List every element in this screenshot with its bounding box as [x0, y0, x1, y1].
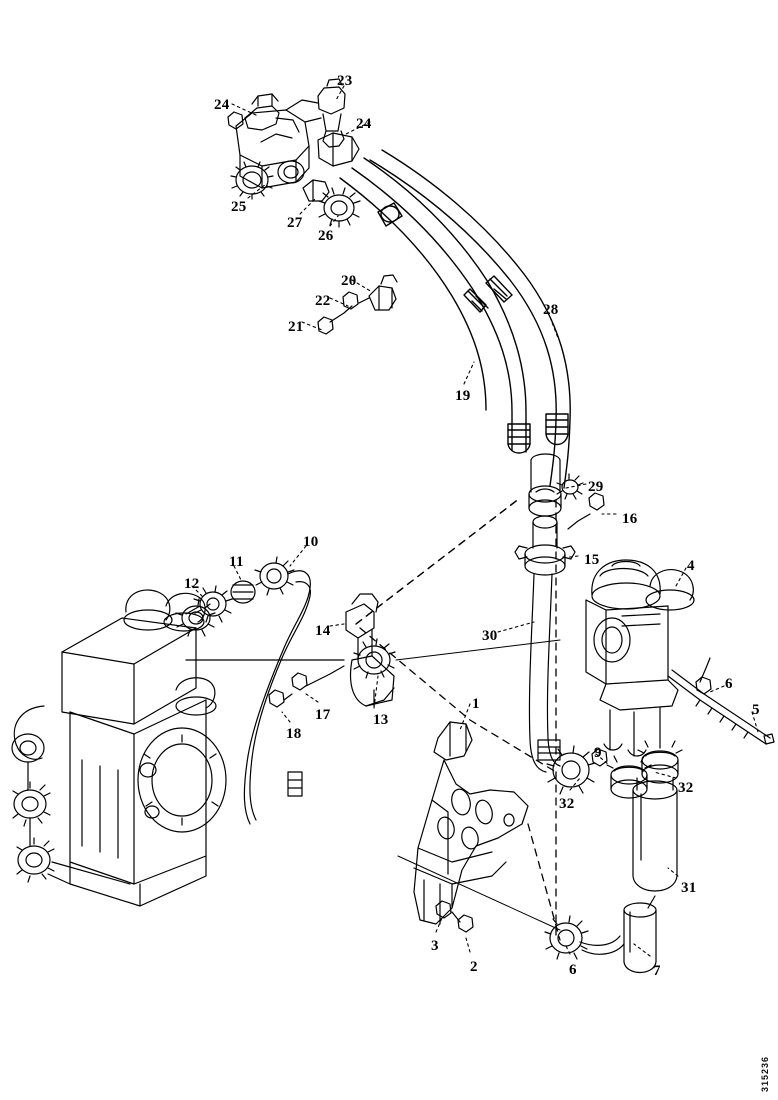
callout-24-upper-left: 24 [214, 97, 230, 113]
callout-6-bottom: 6 [569, 962, 577, 978]
upper-valve-manifold-group [227, 78, 361, 228]
callout-24-upper-right: 24 [356, 116, 372, 132]
callout-1: 1 [472, 696, 480, 712]
callout-leader-lines [191, 85, 759, 957]
callout-9: 9 [594, 745, 602, 761]
callout-25: 25 [231, 199, 247, 215]
callout-3: 3 [431, 938, 439, 954]
callout-12: 12 [184, 576, 200, 592]
reference-lines [185, 639, 561, 931]
callout-16: 16 [622, 511, 638, 527]
callout-32-right: 32 [678, 780, 694, 796]
discharge-tube-group [185, 556, 311, 825]
mounting-bracket-group [413, 721, 529, 933]
pump-compressor-group [11, 589, 227, 907]
callout-2: 2 [470, 959, 478, 975]
callout-23: 23 [337, 73, 353, 89]
drawing-number: 315236 [760, 1055, 770, 1092]
callout-7: 7 [653, 963, 661, 979]
callout-14: 14 [315, 623, 331, 639]
callout-13: 13 [373, 712, 389, 728]
callout-32-left: 32 [559, 796, 575, 812]
assembly-alignment-lines [355, 497, 561, 941]
callout-21: 21 [288, 319, 304, 335]
callout-4: 4 [687, 558, 695, 574]
callout-30: 30 [482, 628, 498, 644]
callout-20: 20 [341, 273, 357, 289]
callout-5: 5 [752, 702, 760, 718]
valve-body-group [585, 559, 775, 757]
callout-6-right: 6 [725, 676, 733, 692]
filter-cylinders-group [544, 740, 683, 974]
callout-19: 19 [455, 388, 471, 404]
callout-26: 26 [318, 228, 334, 244]
callout-17: 17 [315, 707, 331, 723]
tube-bracket-group [185, 593, 396, 708]
callout-10: 10 [303, 534, 319, 550]
callout-29: 29 [588, 479, 604, 495]
callout-28: 28 [543, 302, 559, 318]
callout-27: 27 [287, 215, 303, 231]
coupling-stack-group [514, 453, 605, 773]
callout-22: 22 [315, 293, 331, 309]
fitting-cluster-group [317, 274, 398, 335]
callout-11: 11 [229, 554, 244, 570]
callout-31: 31 [681, 880, 697, 896]
hose-assembly-group [339, 149, 571, 489]
callout-15: 15 [584, 552, 600, 568]
callout-18: 18 [286, 726, 302, 742]
